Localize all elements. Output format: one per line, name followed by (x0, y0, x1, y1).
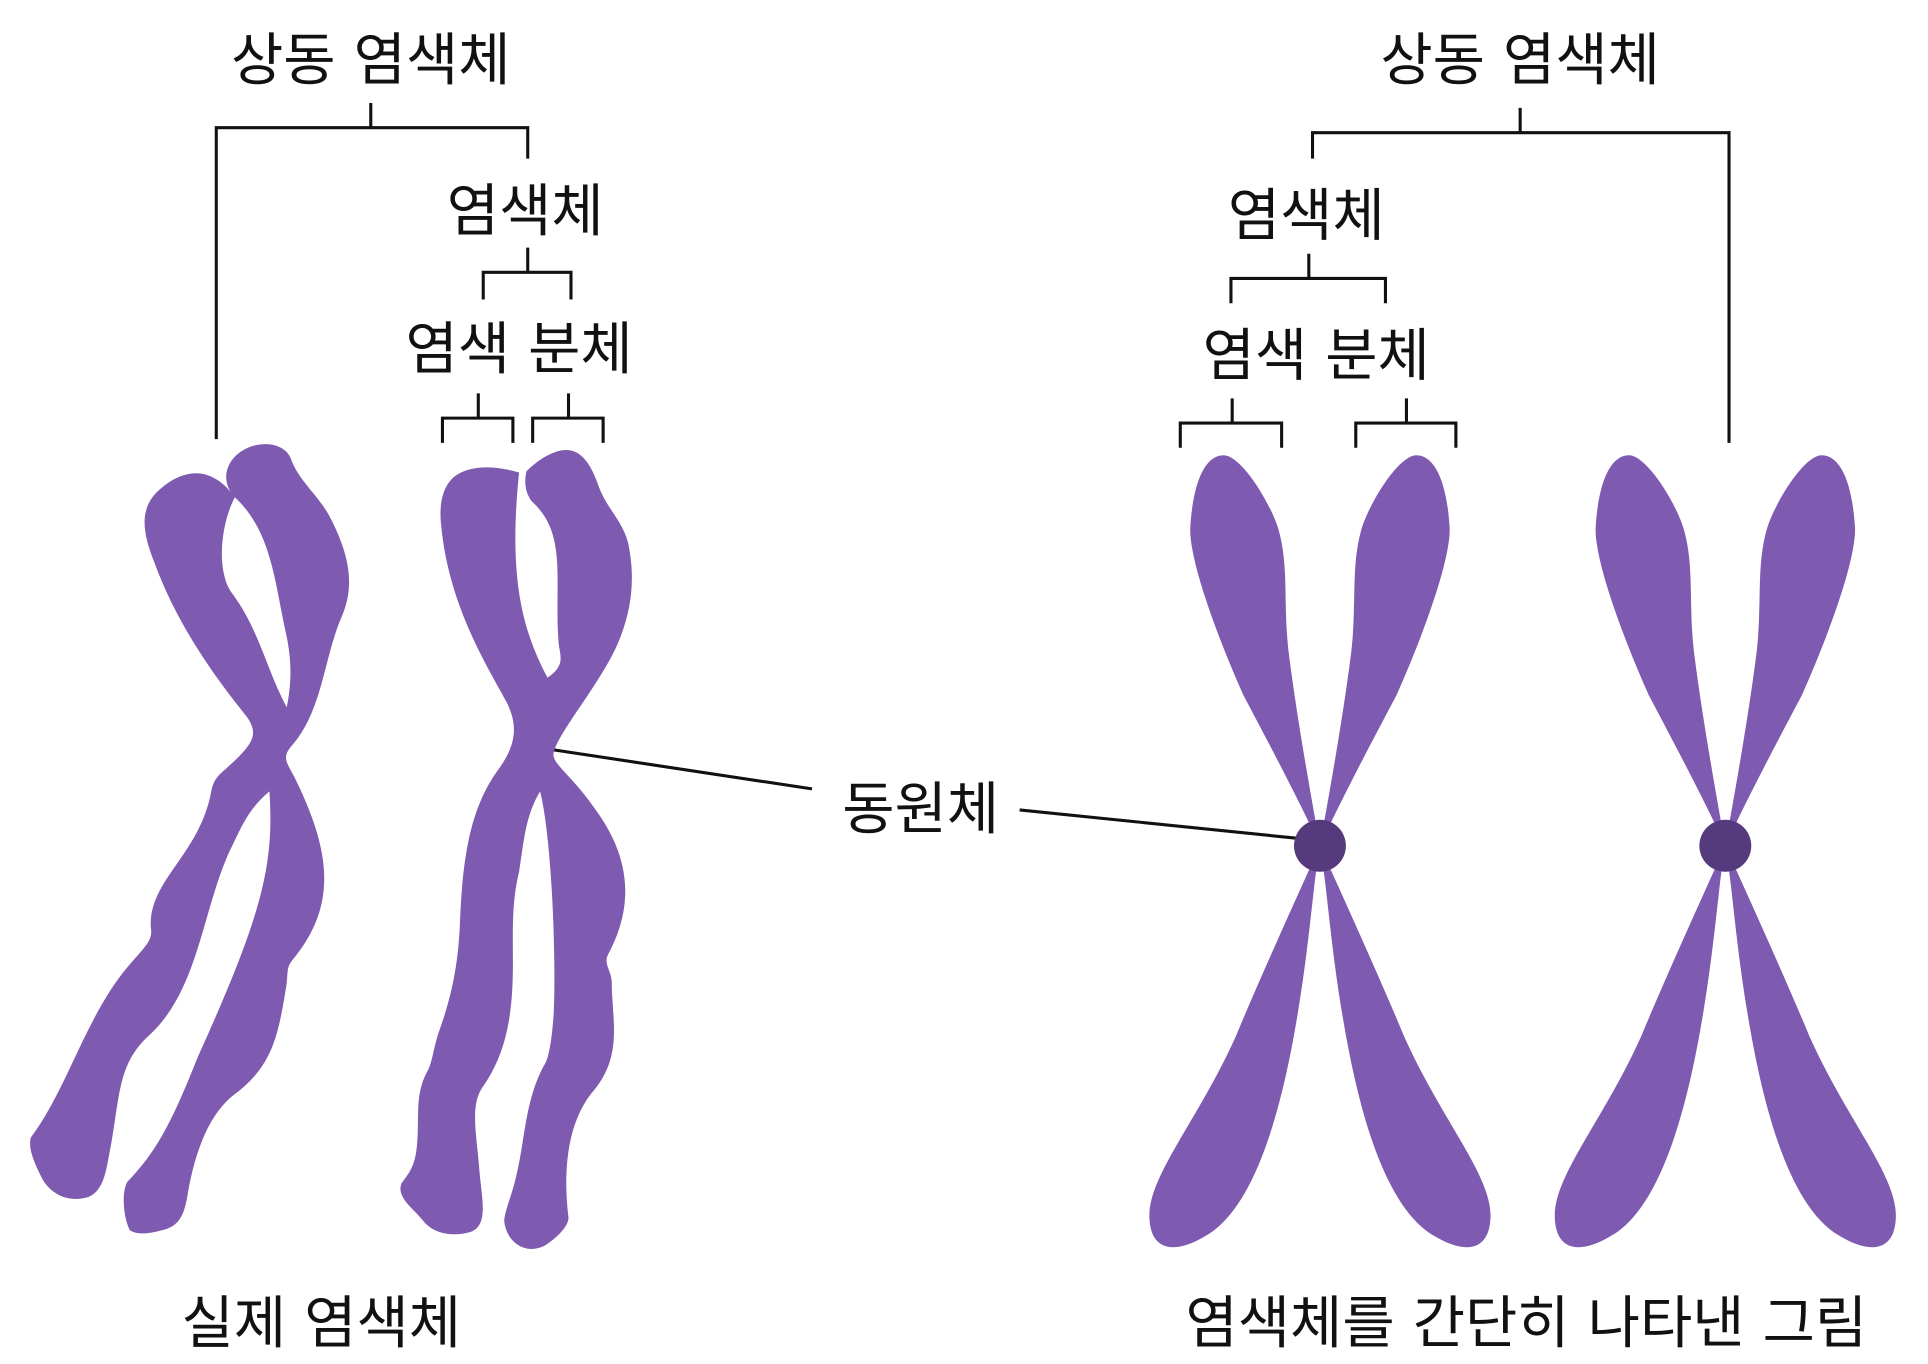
centromere-pointer-left (533, 745, 813, 791)
chromosome-label-left: 염색체 (447, 178, 604, 244)
chromatid-label-left: 염색 분체 (405, 317, 632, 383)
actual-chromosome-1 (30, 444, 350, 1234)
caption-simplified-chromosome: 염색체를 간단히 나타낸 그림 (1185, 1291, 1867, 1357)
centromere-pointer-right (1019, 808, 1298, 840)
centromere (1699, 819, 1752, 872)
actual-chromosome-2 (400, 449, 632, 1249)
chromosome-label-right: 염색체 (1228, 183, 1385, 249)
centromere (1293, 819, 1346, 872)
chromatid-label-right: 염색 분체 (1203, 323, 1430, 389)
simplified-chromosome-2 (1554, 455, 1896, 1248)
simplified-chromosome-1 (1149, 455, 1491, 1248)
centromere-label: 동원체 (842, 776, 999, 842)
homologous-label-left: 상동 염색체 (231, 27, 511, 93)
homologous-label-right: 상동 염색체 (1380, 27, 1660, 93)
caption-actual-chromosome: 실제 염색체 (182, 1291, 462, 1357)
brackets-right (1178, 107, 1731, 448)
brackets-left (214, 102, 605, 443)
